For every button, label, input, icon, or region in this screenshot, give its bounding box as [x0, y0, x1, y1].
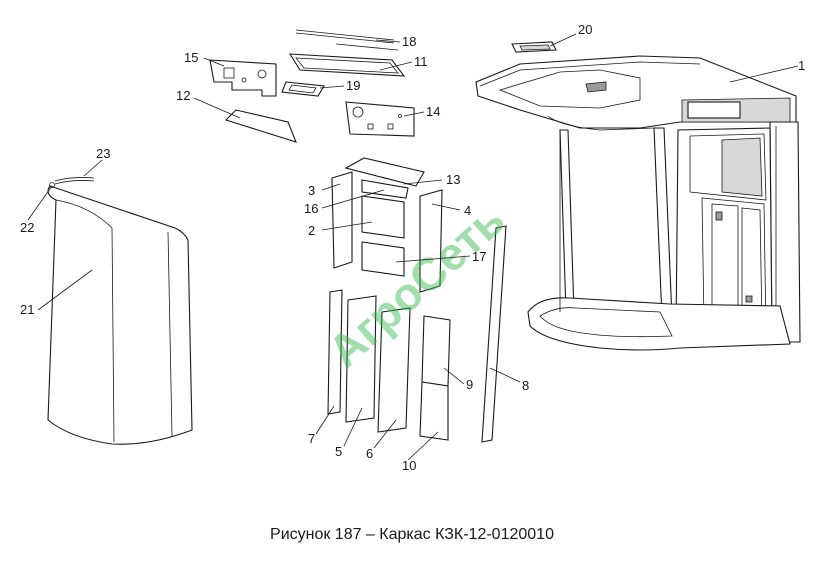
part-16-panel: [361, 179, 409, 199]
leader-16: [321, 189, 385, 209]
part-21-curved-panel: [47, 185, 193, 445]
leader-18: [375, 39, 401, 43]
callout-21: 21: [20, 302, 34, 317]
leader-21: [37, 269, 93, 311]
leader-14: [403, 111, 425, 117]
leader-lines: [27, 33, 799, 461]
leader-15: [203, 57, 225, 67]
leader-7: [315, 405, 335, 435]
leader-8: [489, 367, 521, 383]
callout-6: 6: [366, 446, 373, 461]
callout-1: 1: [798, 58, 805, 73]
leader-2: [321, 221, 373, 231]
callout-7: 7: [308, 431, 315, 446]
part-15-plate: [209, 59, 277, 97]
callout-2: 2: [308, 223, 315, 238]
leader-17: [395, 255, 471, 263]
part-20-hatch: [511, 41, 557, 53]
callout-4: 4: [464, 203, 471, 218]
leader-13: [403, 179, 443, 185]
part-23-strip: [54, 177, 95, 185]
leader-20: [549, 33, 577, 47]
callout-16: 16: [304, 201, 318, 216]
part-12-plate: [224, 109, 297, 143]
callout-22: 22: [20, 220, 34, 235]
callout-12: 12: [176, 88, 190, 103]
leader-1: [729, 65, 799, 83]
part-7-strip: [327, 289, 343, 415]
figure-caption: Рисунок 187 – Каркас КЗК-12-0120010: [270, 526, 554, 543]
leader-23: [83, 159, 103, 177]
part-8-post: [481, 225, 507, 443]
cab-frame-exploded-view: АгроСеть 1 2 3 4 5 6 7 8 9 10 11 12 13 1…: [20, 22, 805, 473]
part-3-side-panel: [331, 171, 353, 269]
part-14-plate: [345, 101, 415, 137]
callout-23: 23: [96, 146, 110, 161]
callout-11: 11: [414, 54, 428, 69]
callout-13: 13: [446, 172, 460, 187]
callout-17: 17: [472, 249, 486, 264]
leader-19: [319, 85, 345, 89]
part-18-rod: [295, 29, 399, 51]
part-22-clip: [49, 182, 55, 188]
part-1-cab-frame: [475, 55, 801, 351]
leader-9: [443, 367, 465, 385]
part-19-frame: [281, 81, 325, 97]
leader-10: [407, 431, 439, 461]
callout-20: 20: [578, 22, 592, 37]
callout-10: 10: [402, 458, 416, 473]
callout-19: 19: [346, 78, 360, 93]
leader-5: [343, 407, 363, 447]
callout-8: 8: [522, 378, 529, 393]
callout-3: 3: [308, 183, 315, 198]
leader-4: [431, 203, 461, 211]
callout-15: 15: [184, 50, 198, 65]
part-5-panel: [345, 295, 377, 423]
part-17-panel: [361, 241, 405, 277]
callout-9: 9: [466, 377, 473, 392]
part-6-panel: [377, 307, 411, 433]
leader-11: [379, 61, 413, 71]
callout-18: 18: [402, 34, 416, 49]
leader-3: [321, 183, 341, 191]
part-11-glass-panel: [288, 53, 406, 77]
part-9-panel: [421, 315, 451, 387]
part-13-top-plate: [344, 157, 425, 187]
part-10-panel: [419, 381, 449, 441]
callout-5: 5: [335, 444, 342, 459]
leader-6: [373, 419, 397, 449]
callout-14: 14: [426, 104, 440, 119]
leader-22: [27, 185, 53, 221]
leader-12: [193, 97, 241, 119]
part-2-panel: [361, 195, 405, 239]
